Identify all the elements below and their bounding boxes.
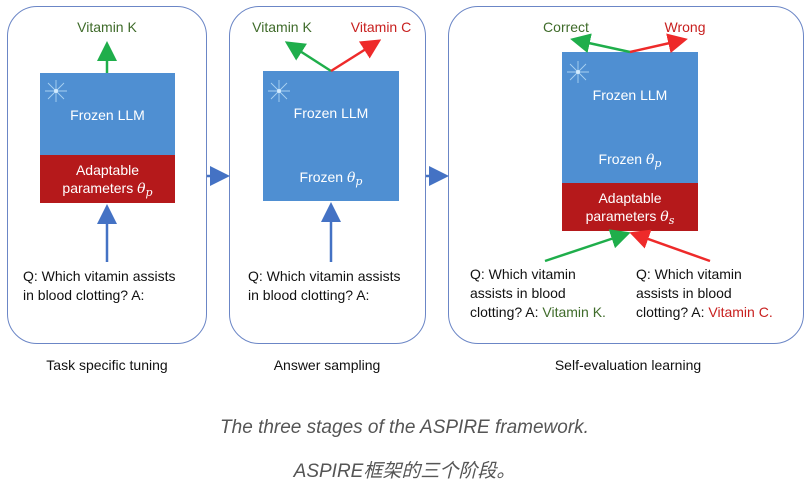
frozen-llm-label: Frozen LLM bbox=[70, 107, 145, 123]
adapter-label-line1: Adaptable bbox=[75, 162, 140, 178]
output-label-vitamin-c: Vitamin C bbox=[350, 19, 412, 35]
question-text: Q: Which vitamin assists in blood clotti… bbox=[23, 268, 176, 303]
stage-caption: Answer sampling bbox=[273, 357, 381, 373]
question-text-wrong: Q: Which vitamin assists in blood clotti… bbox=[636, 266, 773, 320]
adapter-label-line2: parameters θs bbox=[585, 208, 675, 227]
figure-caption-english: The three stages of the ASPIRE framework… bbox=[220, 417, 589, 438]
frozen-llm-label: Frozen LLM bbox=[592, 87, 668, 103]
adapter-label-line2: parameters θp bbox=[62, 180, 153, 199]
output-label-vitamin-k: Vitamin K bbox=[252, 19, 312, 35]
adaptable-parameters-block: Adaptable parameters θs bbox=[562, 183, 698, 231]
adaptable-parameters-block: Adaptable parameters θp bbox=[40, 155, 175, 203]
frozen-llm-block: Frozen LLM bbox=[40, 73, 175, 155]
snowflake-icon bbox=[567, 61, 589, 83]
adapter-label-line1: Adaptable bbox=[598, 190, 662, 206]
figure-caption-chinese: ASPIRE框架的三个阶段。 bbox=[293, 461, 516, 482]
frozen-theta-label: Frozen θp bbox=[299, 169, 363, 188]
answer-vitamin-c: Vitamin C. bbox=[708, 304, 773, 320]
stage-caption: Task specific tuning bbox=[46, 357, 168, 373]
output-label-vitamin-k: Vitamin K bbox=[77, 19, 137, 35]
snowflake-icon bbox=[268, 80, 290, 102]
question-text-correct: Q: Which vitamin assists in blood clotti… bbox=[470, 266, 606, 320]
snowflake-icon bbox=[45, 80, 67, 102]
stage-caption: Self-evaluation learning bbox=[554, 357, 702, 373]
answer-vitamin-k: Vitamin K. bbox=[542, 304, 606, 320]
output-label-wrong: Wrong bbox=[664, 19, 706, 35]
frozen-llm-block: Frozen LLM Frozen θp bbox=[263, 71, 399, 201]
question-text: Q: Which vitamin assists in blood clotti… bbox=[248, 268, 401, 303]
frozen-theta-label: Frozen θp bbox=[598, 151, 662, 170]
output-label-correct: Correct bbox=[543, 19, 589, 35]
frozen-llm-block: Frozen LLM Frozen θp bbox=[562, 52, 698, 183]
frozen-llm-label: Frozen LLM bbox=[293, 105, 369, 121]
